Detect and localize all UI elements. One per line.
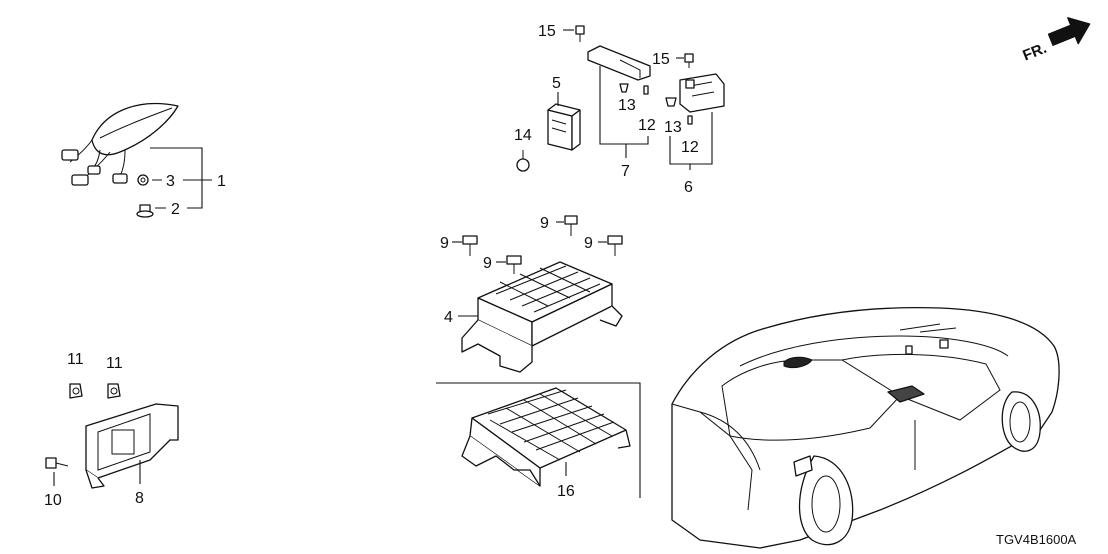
callout-9a: 9 [540, 215, 549, 232]
callout-9c: 9 [584, 235, 593, 252]
callout-11a: 11 [67, 351, 84, 368]
roof-antenna-assembly [61, 102, 179, 186]
callout-16: 16 [557, 483, 575, 500]
screw-15b [676, 53, 694, 68]
variant-border [436, 382, 641, 498]
clip-12a [643, 85, 649, 95]
callout-9d: 9 [483, 255, 492, 272]
callout-11b: 11 [106, 355, 123, 372]
bolt-9d [496, 255, 522, 274]
callout-10: 10 [44, 492, 62, 509]
leader-7 [599, 66, 649, 158]
bracket-6 [679, 73, 725, 113]
clip-12b [687, 115, 693, 125]
callout-9b: 9 [440, 235, 449, 252]
callout-7: 7 [621, 163, 630, 180]
clip-13b [665, 97, 677, 107]
callout-5: 5 [552, 75, 561, 92]
leader-lines-group-1 [150, 147, 212, 209]
callout-2: 2 [171, 201, 180, 218]
bolt-9c [598, 235, 623, 256]
screw-15a [563, 25, 585, 42]
callout-15a: 15 [538, 23, 556, 40]
bracket-7 [587, 45, 651, 81]
amplifier-16 [461, 387, 631, 487]
diagram-code: TGV4B1600A [996, 532, 1077, 547]
bolt-10 [45, 457, 69, 486]
callout-6: 6 [684, 179, 693, 196]
bolt-9b [452, 235, 478, 256]
callout-4: 4 [444, 309, 453, 326]
callout-1: 1 [217, 173, 226, 190]
direction-label: FR. [1020, 40, 1049, 65]
vehicle-location-view [671, 306, 1060, 549]
callout-14: 14 [514, 127, 532, 144]
nut-11a [69, 383, 83, 399]
bolt-9a [556, 215, 578, 236]
leader-6 [669, 112, 713, 170]
nut-3 [137, 174, 149, 186]
front-direction-arrow-icon [1047, 17, 1091, 46]
callout-13b: 13 [664, 119, 682, 136]
control-unit-8 [85, 403, 179, 489]
bolt-14 [516, 150, 530, 172]
callout-12b: 12 [681, 139, 699, 156]
amplifier-4 [461, 261, 623, 373]
control-unit-5 [547, 103, 581, 151]
callout-8: 8 [135, 490, 144, 507]
nut-11b [107, 383, 121, 399]
callout-15b: 15 [652, 51, 670, 68]
clip-13a [619, 83, 629, 93]
bolt-2 [136, 204, 154, 218]
callout-13a: 13 [618, 97, 636, 114]
callout-3: 3 [166, 173, 175, 190]
callout-12a: 12 [638, 117, 656, 134]
